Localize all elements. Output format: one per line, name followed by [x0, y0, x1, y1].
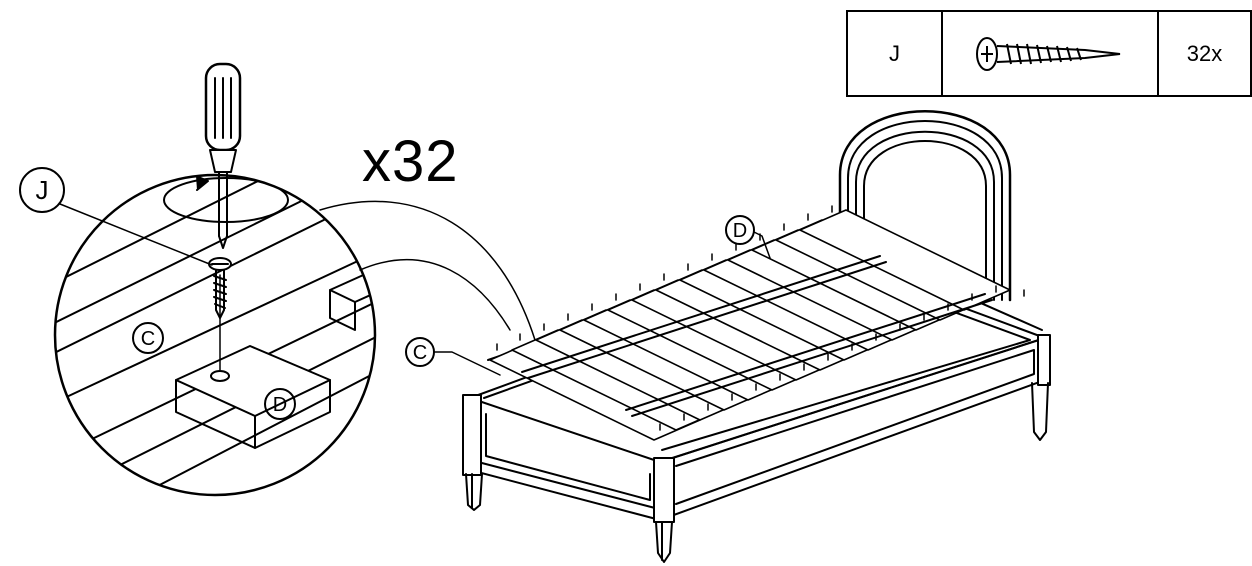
- support-rails: [521, 255, 993, 417]
- detail-magnifier: [53, 173, 377, 497]
- callout-screw-label: J: [36, 175, 49, 205]
- callout-rail-bed-label: C: [413, 342, 427, 364]
- callout-slat-detail-label: D: [273, 394, 287, 416]
- callout-slat-bed-label: D: [733, 220, 747, 242]
- slat-block: [175, 345, 331, 417]
- parts-table: J 32x: [846, 10, 1252, 97]
- leg-back-right: [1031, 382, 1049, 441]
- pilot-hole: [210, 370, 230, 382]
- screw-detail: [208, 257, 232, 319]
- leg-front-left: [465, 473, 483, 511]
- leg-front-right: [655, 521, 673, 563]
- detail-contents: [55, 175, 375, 491]
- callout-rail-bed: [405, 337, 501, 376]
- callout-rail-detail: [132, 322, 164, 354]
- callout-slat-bed: [725, 215, 771, 259]
- screw-count: x32: [362, 129, 459, 194]
- callout-rail-detail-label: C: [141, 328, 155, 350]
- part-letter: J: [848, 12, 943, 95]
- magnifier-connector: [319, 200, 536, 341]
- slat-screws: [496, 205, 1025, 431]
- callout-slat-detail: [264, 388, 296, 420]
- slats: [489, 209, 1011, 441]
- screwdriver: [204, 62, 242, 249]
- callout-screw-j: [19, 167, 213, 266]
- part-quantity: 32x: [1186, 40, 1223, 66]
- screw-icon: [976, 36, 1121, 71]
- part-image-cell: [943, 12, 1159, 95]
